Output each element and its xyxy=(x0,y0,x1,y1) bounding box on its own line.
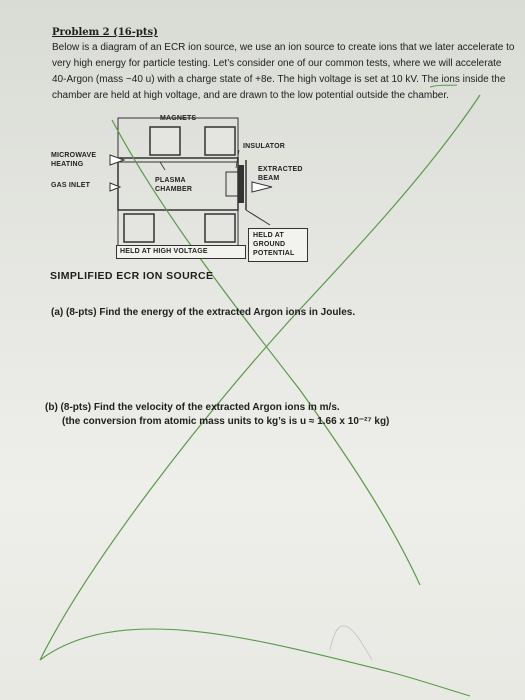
microwave-label-1: Microwave xyxy=(51,152,97,159)
ground-label-3: Potential xyxy=(253,250,295,257)
intro-line-3: 40-Argon (mass ~40 u) with a charge stat… xyxy=(52,74,506,85)
gas-inlet-label: Gas Inlet xyxy=(51,182,91,189)
diagram-caption: Simplified ECR Ion Source xyxy=(50,270,214,282)
part-b-conversion: (the conversion from atomic mass units t… xyxy=(62,416,390,427)
intro-line-4: chamber are held at high voltage, and ar… xyxy=(52,90,449,101)
extracted-label-1: Extracted xyxy=(258,166,303,173)
intro-line-2: very high energy for particle testing. L… xyxy=(52,58,502,69)
problem-title: Problem 2 (16-pts) xyxy=(52,27,158,38)
insulator-label: Insulator xyxy=(243,143,285,150)
part-a-question: (a) (8-pts) Find the energy of the extra… xyxy=(51,307,356,318)
ground-label-1: Held at xyxy=(253,232,284,239)
intro-line-1: Below is a diagram of an ECR ion source,… xyxy=(52,42,515,53)
magnets-label: Magnets xyxy=(160,115,197,122)
extracted-label-2: Beam xyxy=(258,175,280,182)
high-voltage-box: Held at High Voltage xyxy=(116,245,246,259)
part-b-question: (b) (8-pts) Find the velocity of the ext… xyxy=(45,402,340,413)
plasma-label-2: Chamber xyxy=(155,186,193,193)
high-voltage-label: Held at High Voltage xyxy=(120,248,208,255)
microwave-label-2: Heating xyxy=(51,161,84,168)
ground-box: Held at Ground Potential xyxy=(248,228,308,262)
plasma-label-1: Plasma xyxy=(155,177,186,184)
ground-label-2: Ground xyxy=(253,241,286,248)
